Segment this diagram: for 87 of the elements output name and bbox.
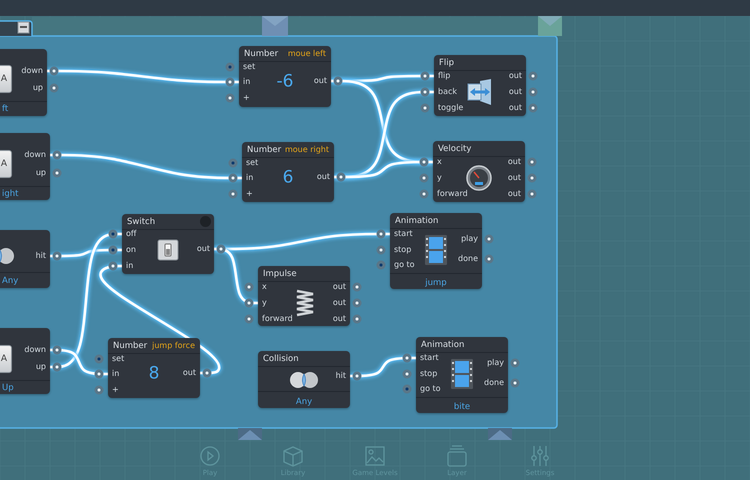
port-label: start	[420, 353, 439, 363]
port-label: +	[243, 93, 250, 103]
port-label: out	[332, 314, 346, 324]
block-title: Number	[247, 145, 282, 155]
connection-wire	[50, 348, 108, 376]
port-label: out	[508, 189, 521, 199]
block-footer-label: Up	[2, 383, 14, 393]
connection-wire	[50, 232, 122, 368]
port-label: down	[21, 66, 43, 76]
port-label: x	[262, 282, 267, 292]
number-value: 6	[282, 168, 294, 188]
port-label: in	[112, 369, 120, 379]
port-label: go to	[394, 260, 415, 270]
keyboard-key: A	[0, 150, 12, 178]
block-footer-label: ight	[2, 189, 18, 199]
block-footer-label: Any	[2, 276, 18, 286]
port-label: hit	[36, 251, 46, 261]
port-label: out	[182, 368, 196, 378]
port-label: done	[458, 254, 478, 264]
connection-wire	[334, 160, 433, 178]
block-title: Number	[113, 341, 148, 351]
port-label: in	[246, 173, 254, 183]
port-label: toggle	[438, 103, 464, 113]
port-label: out	[508, 157, 521, 167]
port-label: forward	[262, 314, 293, 324]
connection-wire	[50, 154, 242, 180]
port-label: y	[262, 298, 267, 308]
port-label: x	[437, 157, 442, 167]
keyboard-key: A	[0, 345, 12, 373]
port-label: play	[487, 358, 504, 368]
port-label: set	[112, 354, 124, 364]
port-label: hit	[336, 371, 346, 381]
port-label: forward	[437, 189, 468, 199]
connection-wire	[350, 356, 416, 378]
port-label: down	[24, 150, 46, 160]
port-label: done	[484, 378, 504, 388]
port-label: out	[332, 298, 346, 308]
block-title: Collision	[263, 354, 299, 364]
port-label: in	[126, 261, 134, 271]
block-title: Switch	[127, 217, 156, 227]
connection-wire	[99, 264, 220, 374]
number-value: -6	[276, 72, 294, 92]
block-title: Animation	[395, 216, 438, 226]
block-title: Flip	[439, 58, 454, 68]
port-label: +	[112, 385, 119, 395]
port-label: down	[24, 345, 46, 355]
port-label: up	[36, 362, 46, 372]
port-label: off	[126, 229, 136, 239]
port-label: out	[508, 103, 522, 113]
variable-name: jump force	[152, 341, 195, 351]
number-value: 8	[148, 364, 160, 384]
port-label: out	[332, 282, 346, 292]
port-label: out	[508, 71, 522, 81]
port-label: out	[508, 173, 521, 183]
port-label: play	[461, 234, 478, 244]
variable-name: moue left	[288, 49, 326, 59]
port-label: up	[32, 83, 43, 93]
port-label: set	[243, 62, 256, 72]
port-label: +	[246, 189, 253, 199]
keyboard-key: A	[0, 65, 12, 93]
block-footer-label: ft	[2, 104, 8, 114]
connection-wire	[47, 70, 239, 84]
block-title: Impulse	[263, 269, 297, 279]
port-label: flip	[438, 71, 450, 81]
port-label: out	[508, 87, 522, 97]
port-label: out	[316, 172, 330, 182]
port-label: stop	[394, 245, 412, 255]
port-label: on	[126, 245, 136, 255]
block-footer-label: jump	[425, 278, 447, 288]
block-title: Velocity	[438, 144, 472, 154]
port-label: go to	[420, 384, 441, 394]
block-footer-label: bite	[454, 402, 470, 412]
connection-wire	[214, 248, 258, 304]
block-title: Number	[244, 49, 278, 59]
block-title: Animation	[421, 340, 464, 350]
block-footer-label: Any	[296, 397, 312, 407]
port-label: back	[438, 87, 458, 97]
port-label: start	[394, 229, 413, 239]
port-label: up	[36, 168, 46, 178]
variable-name: moue right	[284, 145, 329, 155]
connection-wire	[50, 248, 122, 258]
port-label: out	[314, 76, 327, 86]
port-label: y	[437, 173, 442, 183]
port-label: in	[243, 77, 250, 87]
port-label: out	[196, 244, 210, 254]
port-label: set	[246, 158, 258, 168]
port-label: stop	[420, 369, 438, 379]
